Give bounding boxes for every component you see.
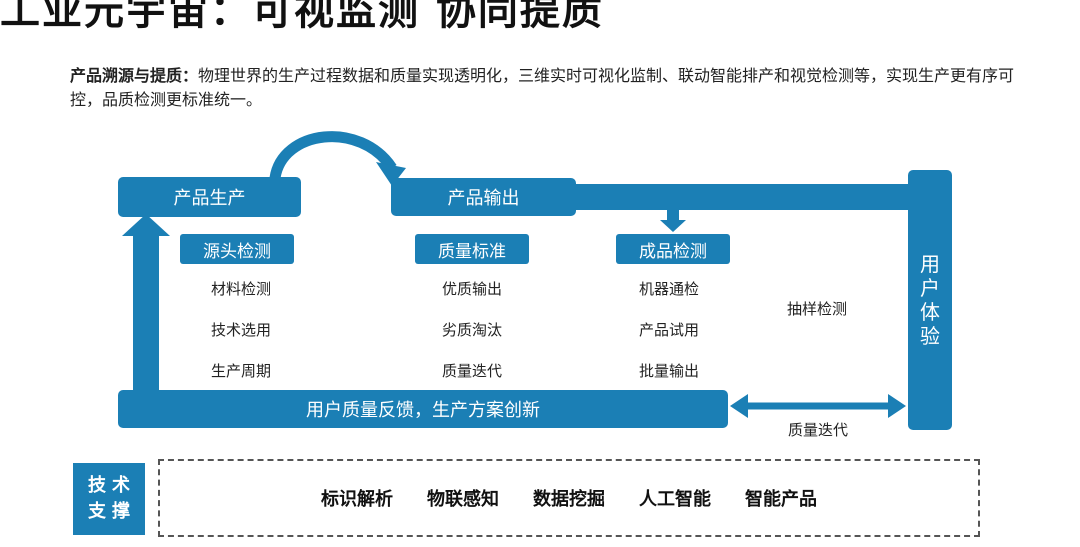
tech-item: 标识解析: [321, 489, 393, 510]
tech-support-label: 技术 支撑: [73, 463, 145, 535]
sampling-label: 抽样检测: [787, 300, 848, 318]
tech-box: 标识解析 物联感知 数据挖掘 人工智能 智能产品: [158, 459, 980, 537]
up-arrow-head: [122, 214, 170, 236]
user-experience-char: 户: [920, 276, 940, 300]
tech-item: 物联感知: [427, 489, 499, 510]
group-label-source: 源头检测: [180, 234, 294, 264]
group-item: 产品试用: [639, 321, 700, 339]
user-experience-char: 体: [920, 300, 940, 324]
tech-label-line: 支撑: [88, 501, 136, 522]
description-text: 物理世界的生产过程数据和质量实现透明化，三维实时可视化监制、联动智能排产和视觉检…: [70, 66, 1015, 109]
group-label-finished: 成品检测: [616, 234, 730, 264]
tech-item: 数据挖掘: [533, 489, 605, 510]
group-item: 材料检测: [211, 280, 272, 298]
output-connector: [570, 184, 910, 210]
output-bar: 产品输出: [391, 178, 576, 216]
user-experience-char: 用: [920, 252, 940, 276]
tech-item: 智能产品: [745, 489, 817, 510]
up-arrow-shaft: [133, 232, 159, 392]
user-experience-char: 验: [920, 324, 940, 348]
down-arrow-shaft: [667, 210, 679, 222]
tech-item: 人工智能: [639, 489, 711, 510]
page-title: 工业元宇宙：可视监测 协同提质: [0, 0, 604, 34]
group-item: 批量输出: [639, 362, 700, 380]
down-arrow-head: [660, 220, 686, 232]
curved-arrowhead-tip: [376, 162, 406, 186]
description: 产品溯源与提质：物理世界的生产过程数据和质量实现透明化，三维实时可视化监制、联动…: [70, 64, 1030, 112]
double-arrow-right: [888, 394, 906, 418]
user-experience-bar: 用 户 体 验: [908, 170, 952, 430]
group-item: 技术选用: [211, 321, 272, 339]
production-bar: 产品生产: [118, 177, 301, 217]
group-item: 机器通检: [639, 280, 700, 298]
curved-arrow: [269, 131, 397, 180]
group-label-quality: 质量标准: [415, 234, 529, 264]
iteration-label: 质量迭代: [788, 421, 849, 439]
feedback-bar: 用户质量反馈，生产方案创新: [118, 390, 728, 428]
group-item: 生产周期: [211, 362, 272, 380]
group-item: 劣质淘汰: [442, 321, 503, 339]
tech-label-line: 技术: [88, 475, 136, 496]
group-item: 优质输出: [442, 280, 503, 298]
double-arrow-left: [730, 394, 748, 418]
group-item: 质量迭代: [442, 362, 503, 380]
description-lead: 产品溯源与提质：: [70, 66, 199, 85]
